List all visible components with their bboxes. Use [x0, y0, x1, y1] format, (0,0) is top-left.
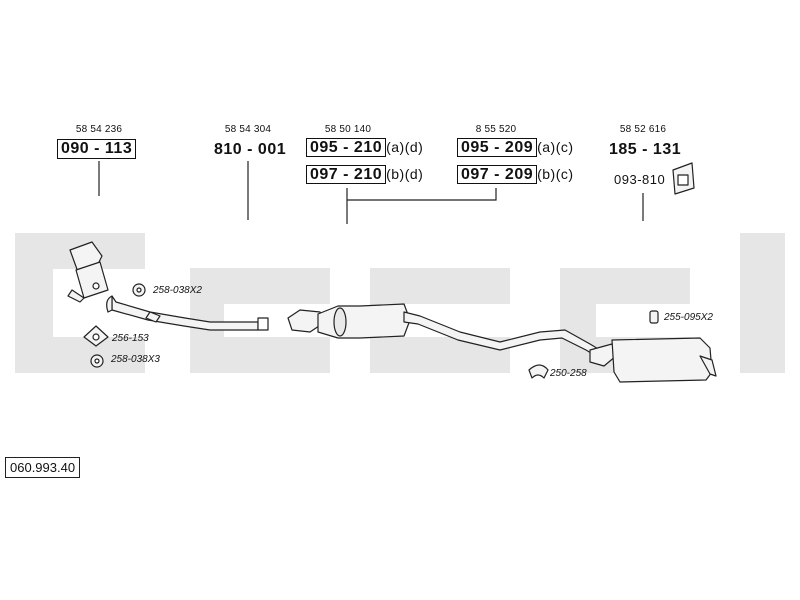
part-code-097-209: 097 - 209	[457, 165, 538, 184]
gasket-256-153-icon	[83, 325, 109, 347]
part-code-097-210: 097 - 210	[306, 165, 387, 184]
part-ref-number: 8 55 520	[475, 124, 517, 135]
part-ref-number: 58 54 304	[224, 124, 272, 135]
small-part-label: 250-258	[550, 368, 587, 379]
part-variant-row: 095 - 210(a)(d)	[306, 138, 424, 157]
small-part-label: 255-095X2	[664, 312, 713, 323]
small-part-label: 256-153	[112, 333, 149, 344]
part-code-090-113: 090 - 113	[57, 139, 137, 159]
drawing-code: 060.993.40	[5, 457, 81, 478]
part-code-185-131: 185 - 131	[609, 141, 682, 158]
accessory-code-093-810: 093-810	[614, 172, 666, 187]
part-ref-number: 58 50 140	[324, 124, 372, 135]
centre-silencer-part	[287, 303, 411, 339]
gasket-258-038x3-icon	[90, 354, 104, 368]
gasket-258-038x2-icon	[132, 283, 146, 297]
part-code-095-209: 095 - 209	[457, 138, 538, 157]
part-variant-row: 095 - 209(a)(c)	[457, 138, 574, 157]
part-variant-row: 097 - 209(b)(c)	[457, 165, 574, 184]
rear-silencer-part	[589, 337, 717, 383]
hanger-255-095x2-icon	[649, 310, 659, 324]
mounting-bracket-093-810-icon	[672, 162, 695, 195]
part-variant-suffix: (b)(c)	[537, 166, 574, 182]
small-part-label: 258-038X3	[111, 354, 160, 365]
part-variant-suffix: (b)(d)	[386, 166, 424, 182]
part-variant-suffix: (a)(c)	[537, 139, 574, 155]
middle-pipe-part	[403, 311, 601, 357]
part-ref-number: 58 54 236	[75, 124, 123, 135]
part-code-810-001: 810 - 001	[214, 141, 287, 158]
small-part-label: 258-038X2	[153, 285, 202, 296]
catalytic-converter-part	[67, 241, 109, 303]
part-variant-row: 097 - 210(b)(d)	[306, 165, 424, 184]
part-code-095-210: 095 - 210	[306, 138, 387, 157]
part-variant-suffix: (a)(d)	[386, 139, 424, 155]
part-ref-number: 58 52 616	[619, 124, 667, 135]
clamp-250-258-icon	[528, 364, 549, 379]
front-pipe-part	[106, 295, 269, 331]
